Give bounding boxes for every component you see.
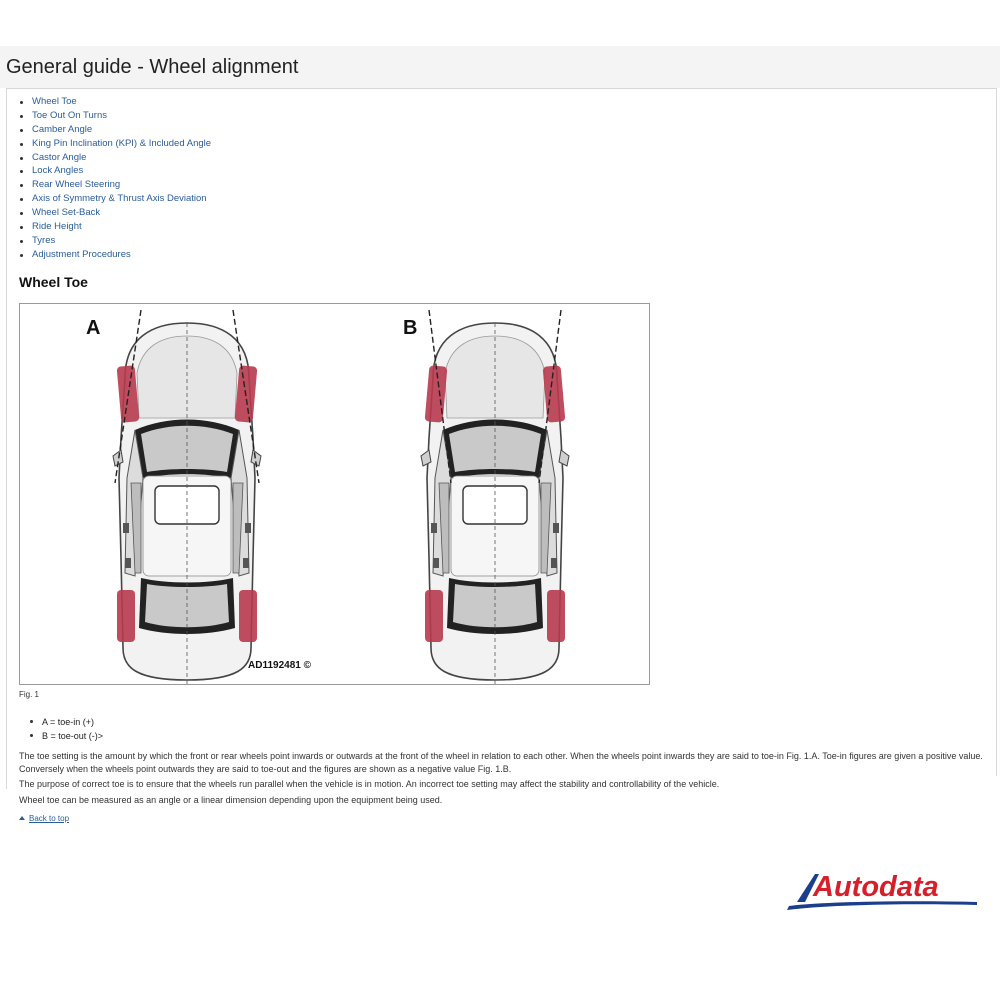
toc-link-camber-angle[interactable]: Camber Angle (32, 123, 93, 135)
front-right-wheel (542, 365, 566, 423)
toc-item: Toe Out On Turns (20, 109, 211, 123)
toc-item: Adjustment Procedures (20, 248, 211, 262)
toc-link-rear-wheel-steering[interactable]: Rear Wheel Steering (32, 179, 121, 191)
back-to-top-label: Back to top (29, 814, 70, 823)
toc-link-axis-of-symmetry[interactable]: Axis of Symmetry & Thrust Axis Deviation (32, 193, 207, 205)
paragraph-measurement: Wheel toe can be measured as an angle or… (19, 795, 443, 805)
paragraph-toe-setting: The toe setting is the amount by which t… (19, 751, 983, 774)
toc-item: Castor Angle (20, 151, 211, 165)
figure-label-b: B (403, 317, 417, 339)
section-title: Wheel Toe (19, 274, 88, 290)
top-bar (0, 0, 1000, 46)
toc-link-kpi[interactable]: King Pin Inclination (KPI) & Included An… (32, 137, 212, 149)
svg-text:Autodata: Autodata (812, 871, 939, 903)
toc-link-toe-out-on-turns[interactable]: Toe Out On Turns (32, 109, 107, 121)
toc-item: Wheel Set-Back (20, 206, 211, 220)
toc-item: King Pin Inclination (KPI) & Included An… (20, 137, 211, 151)
toc-item: Tyres (20, 234, 211, 248)
paragraph-purpose: The purpose of correct toe is to ensure … (19, 779, 720, 789)
up-arrow-icon (19, 816, 25, 820)
page-header (0, 46, 1000, 88)
front-left-wheel (424, 365, 448, 423)
toc-item: Axis of Symmetry & Thrust Axis Deviation (20, 192, 211, 206)
autodata-logo: Autodata (787, 871, 977, 910)
legend-item-b: B = toe-out (-)> (30, 729, 103, 743)
back-to-top-link[interactable]: Back to top (19, 814, 69, 823)
page-title: General guide - Wheel alignment (6, 56, 299, 78)
legend-item-a: A = toe-in (+) (30, 715, 103, 729)
figure-code: AD1192481 © (248, 660, 312, 671)
toc-link-castor-angle[interactable]: Castor Angle (32, 151, 87, 163)
figure-legend: A = toe-in (+) B = toe-out (-)> (30, 715, 103, 743)
toc-link-tyres[interactable]: Tyres (32, 234, 56, 246)
toc-item: Rear Wheel Steering (20, 178, 211, 192)
toc-item: Wheel Toe (20, 95, 211, 109)
car-b-diagram (420, 309, 570, 684)
toc-link-wheel-toe[interactable]: Wheel Toe (32, 96, 77, 107)
figure-label-a: A (86, 317, 100, 339)
toc-item: Lock Angles (20, 164, 211, 178)
toc-item: Camber Angle (20, 123, 211, 137)
toc-item: Ride Height (20, 220, 211, 234)
toc-link-wheel-set-back[interactable]: Wheel Set-Back (32, 207, 101, 219)
toc-link-lock-angles[interactable]: Lock Angles (32, 165, 84, 177)
toc-link-ride-height[interactable]: Ride Height (32, 221, 82, 233)
toc-link-adjustment-procedures[interactable]: Adjustment Procedures (32, 248, 131, 260)
figure-caption: Fig. 1 (19, 690, 40, 699)
table-of-contents: Wheel Toe Toe Out On Turns Camber Angle … (20, 95, 211, 262)
wheel-toe-figure: A B AD1192481 © (19, 303, 650, 685)
car-a-diagram (112, 309, 262, 684)
